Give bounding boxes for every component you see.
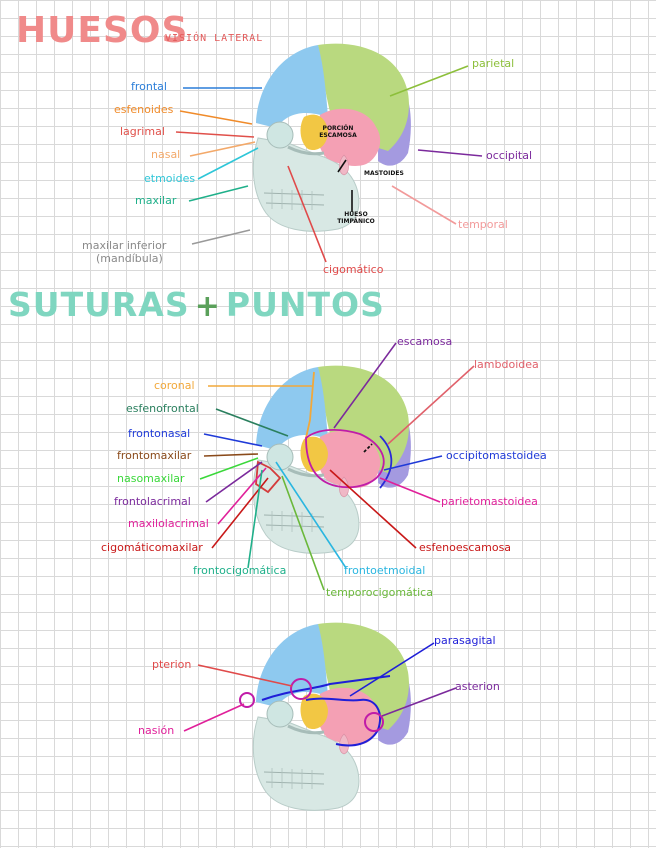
label-temporal: temporal — [458, 219, 508, 231]
label-frontoetmoidal: frontoetmoidal — [344, 565, 425, 577]
label-mandibula: (mandíbula) — [96, 253, 163, 265]
label-escamosa: escamosa — [397, 336, 452, 348]
timpanico-line-2: TIMPÁNICO — [336, 218, 376, 225]
label-pterion: pterion — [152, 659, 191, 671]
label-cigomaticomaxilar: cigomáticomaxilar — [101, 542, 203, 554]
label-hueso-timpanico: HUESO TIMPÁNICO — [336, 211, 376, 225]
label-porcion-escamosa: PORCIÓN ESCAMOSA — [316, 125, 360, 139]
label-frontocigomatica: frontocigomática — [193, 565, 286, 577]
timpanico-line-1: HUESO — [336, 211, 376, 218]
label-nasion: nasión — [138, 725, 174, 737]
label-maxilolacrimal: maxilolacrimal — [128, 518, 209, 530]
label-temporocigomatica: temporocigomática — [326, 587, 433, 599]
label-coronal: coronal — [154, 380, 195, 392]
label-cigomatico: cigomático — [323, 264, 383, 276]
label-asterion: asterion — [455, 681, 500, 693]
label-lambdoidea: lambdoidea — [474, 359, 539, 371]
label-maxilar: maxilar — [135, 195, 176, 207]
label-mastoides: MASTOIDES — [364, 170, 404, 177]
label-parietal: parietal — [472, 58, 514, 70]
label-parietomastoidea: parietomastoidea — [441, 496, 538, 508]
label-nasomaxilar: nasomaxilar — [117, 473, 185, 485]
label-parasagital: parasagital — [434, 635, 496, 647]
label-esfenoides: esfenoides — [114, 104, 173, 116]
label-etmoides: etmoides — [144, 173, 195, 185]
label-occipitomastoidea: occipitomastoidea — [446, 450, 547, 462]
porcion-line-1: PORCIÓN — [316, 125, 360, 132]
label-nasal: nasal — [151, 149, 180, 161]
label-esfenofrontal: esfenofrontal — [126, 403, 199, 415]
label-frontonasal: frontonasal — [128, 428, 190, 440]
label-frontolacrimal: frontolacrimal — [114, 496, 191, 508]
skull-2 — [253, 366, 411, 554]
porcion-line-2: ESCAMOSA — [316, 132, 360, 139]
label-frontomaxilar: frontomaxilar — [117, 450, 191, 462]
label-occipital: occipital — [486, 150, 532, 162]
label-maxilar-inferior: maxilar inferior — [82, 240, 166, 252]
label-lagrimal: lagrimal — [120, 126, 165, 138]
skull-3 — [253, 623, 411, 811]
label-frontal: frontal — [131, 81, 167, 93]
label-esfenoescamosa: esfenoescamosa — [419, 542, 511, 554]
